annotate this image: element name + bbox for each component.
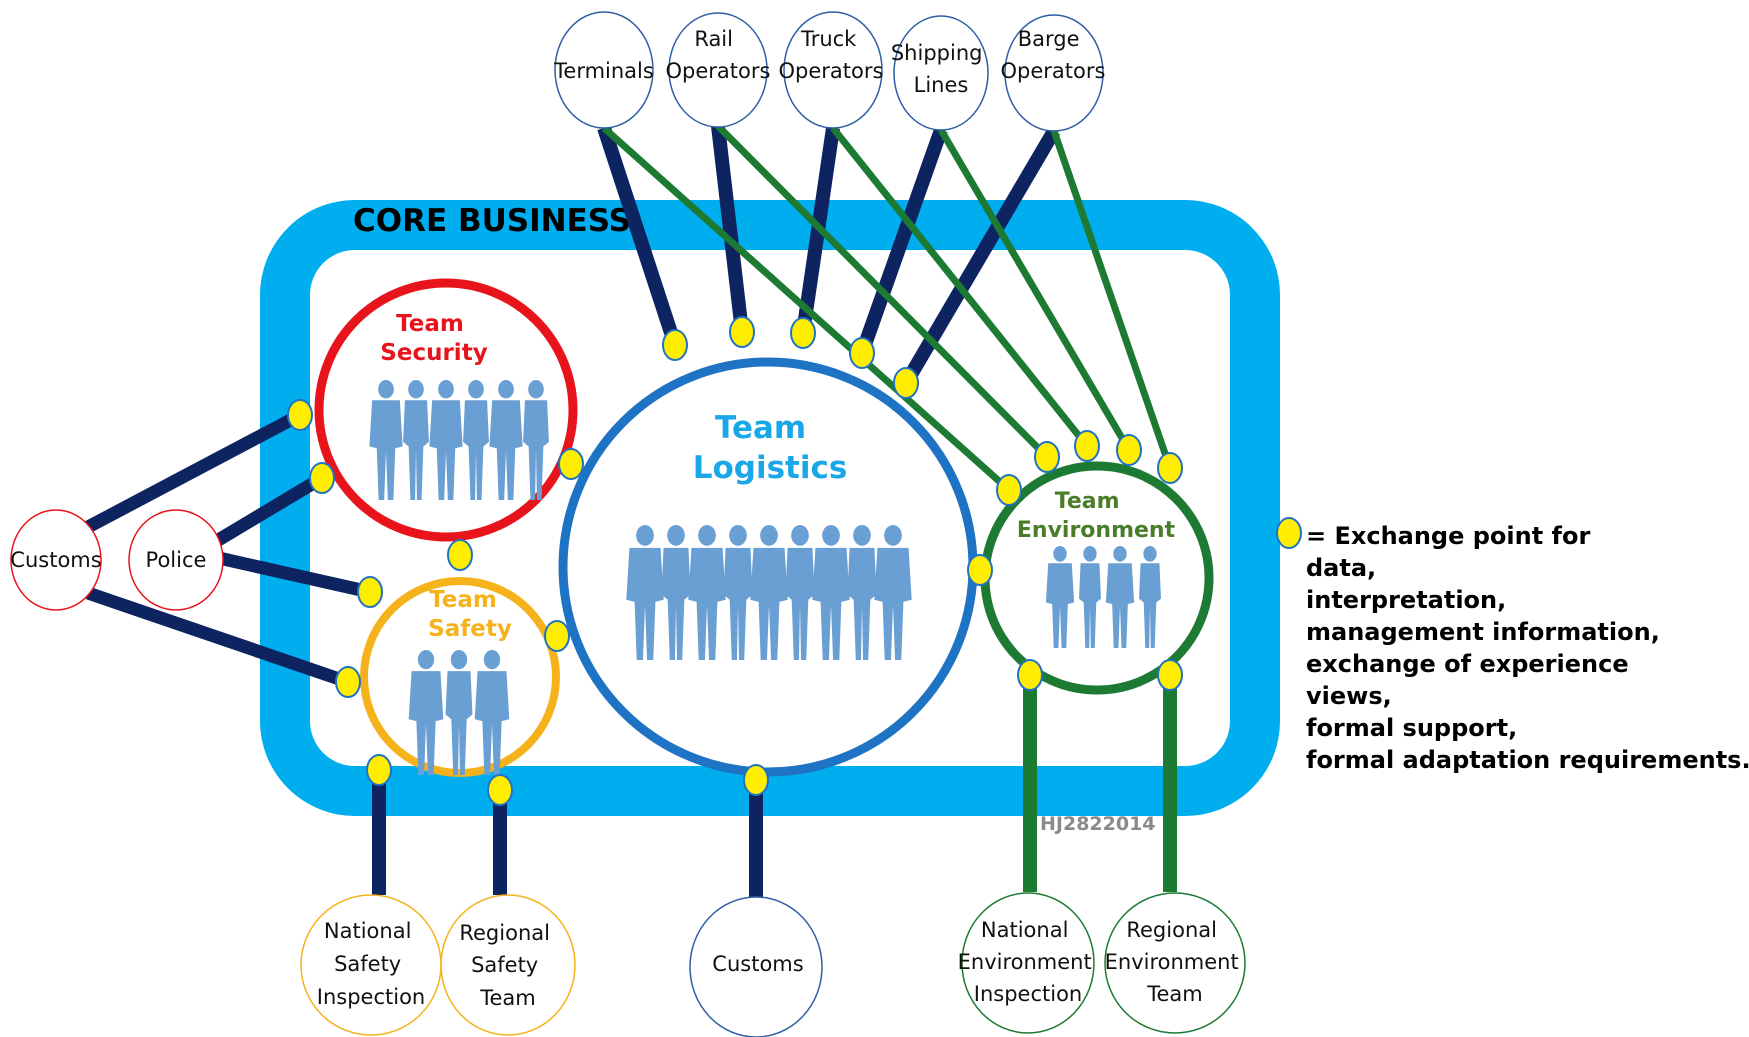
node-police-label: Police: [146, 548, 207, 572]
node-regional-safety-team[interactable]: [440, 894, 576, 1036]
exchange-point: [967, 554, 993, 586]
node-shipping-lines[interactable]: [893, 15, 989, 131]
node-rail-operators[interactable]: [668, 12, 768, 128]
exchange-point: [487, 774, 513, 806]
node-terminals[interactable]: [554, 11, 654, 129]
link-barge-environment: [1050, 129, 1174, 470]
node-rail-label: Rail Operators: [666, 27, 771, 83]
legend-exchange-point-icon: [1276, 517, 1302, 549]
person-figure: [1045, 546, 1075, 648]
exchange-point: [544, 620, 570, 652]
exchange-point: [447, 539, 473, 571]
node-nat-safety-label: National Safety Inspection: [317, 919, 425, 1009]
person-figure: [626, 525, 664, 660]
exchange-point: [743, 764, 769, 796]
link-rail-logistics: [711, 125, 749, 333]
team-security-people: [369, 380, 549, 500]
person-figure: [1139, 546, 1161, 648]
node-police[interactable]: [128, 509, 224, 611]
link-shipping-logistics: [855, 127, 948, 356]
exchange-point: [1157, 659, 1183, 691]
node-reg-environment-label: Regional Environment Team: [1105, 918, 1246, 1006]
exchange-point: [1017, 659, 1043, 691]
exchange-point: [893, 367, 919, 399]
person-figure: [750, 525, 788, 660]
person-figure: [661, 525, 691, 660]
exchange-point: [287, 399, 313, 431]
watermark: HJ2822014: [1040, 813, 1156, 835]
external-labels: Terminals Rail Operators Truck Operators…: [10, 27, 1246, 1010]
link-police-safety: [208, 549, 372, 599]
node-truck-label: Truck Operators: [779, 27, 884, 83]
links: [84, 123, 1177, 897]
person-figure: [489, 380, 523, 500]
exchange-point: [662, 329, 688, 361]
node-shipping-label: Shipping Lines: [891, 41, 989, 97]
exchange-point: [729, 316, 755, 348]
external-nodes: [10, 11, 1246, 1037]
person-figure: [812, 525, 850, 660]
person-figure: [874, 525, 912, 660]
exchange-point: [1116, 434, 1142, 466]
team-safety-label: Team Safety: [428, 587, 512, 642]
node-customs-bottom-label: Customs: [712, 952, 803, 976]
person-figure: [1105, 546, 1135, 648]
exchange-point: [1157, 452, 1183, 484]
team-safety-people: [408, 650, 510, 775]
exchange-point: [366, 754, 392, 786]
link-terminals-logistics: [597, 125, 682, 348]
node-nat-environment-label: National Environment Inspection: [958, 918, 1099, 1006]
link-terminals-environment: [601, 125, 1012, 493]
link-shipping-environment: [937, 128, 1133, 452]
legend-text: = Exchange point for data, interpretatio…: [1306, 522, 1749, 774]
link-police-security: [206, 472, 326, 551]
node-customs-bottom[interactable]: [689, 896, 823, 1037]
exchange-point: [558, 448, 584, 480]
link-customs-security: [84, 409, 304, 533]
link-truck-environment: [830, 125, 1090, 449]
person-figure: [723, 525, 753, 660]
person-figure: [474, 650, 510, 775]
node-reg-safety-label: Regional Safety Team: [459, 921, 556, 1010]
exchange-point: [1074, 430, 1100, 462]
core-business-frame: [260, 200, 1280, 816]
exchange-points: [287, 316, 1183, 806]
exchange-point: [335, 666, 361, 698]
exchange-point: [1034, 441, 1060, 473]
node-regional-environment-team[interactable]: [1104, 892, 1246, 1034]
team-environment-people: [1045, 546, 1161, 648]
node-barge-label: Barge Operators: [1001, 27, 1106, 83]
exchange-point: [790, 317, 816, 349]
core-business-title: CORE BUSINESS: [353, 203, 631, 239]
person-figure: [785, 525, 815, 660]
person-figure: [523, 380, 549, 500]
person-figure: [408, 650, 444, 775]
node-customs-left-label: Customs: [10, 548, 101, 572]
person-figure: [403, 380, 429, 500]
link-customs-safety: [85, 586, 351, 689]
legend: = Exchange point for data, interpretatio…: [1276, 517, 1749, 774]
person-figure: [445, 650, 473, 775]
person-figure: [369, 380, 403, 500]
node-customs-left[interactable]: [10, 509, 102, 611]
node-barge-operators[interactable]: [1004, 14, 1104, 132]
exchange-point: [357, 576, 383, 608]
team-environment-label: Team Environment: [1017, 489, 1176, 543]
team-security-label: Team Security: [380, 311, 487, 366]
exchange-point: [309, 462, 335, 494]
node-terminals-label: Terminals: [553, 59, 654, 83]
exchange-point: [996, 474, 1022, 506]
person-figure: [688, 525, 726, 660]
link-rail-environment: [715, 123, 1050, 460]
person-figure: [1079, 546, 1101, 648]
node-national-environment-inspection[interactable]: [961, 892, 1095, 1034]
exchange-point: [849, 337, 875, 369]
team-logistics-people: [626, 525, 912, 660]
person-figure: [847, 525, 877, 660]
team-logistics-label: Team Logistics: [693, 410, 848, 486]
node-truck-operators[interactable]: [783, 11, 883, 129]
person-figure: [463, 380, 489, 500]
person-figure: [429, 380, 463, 500]
